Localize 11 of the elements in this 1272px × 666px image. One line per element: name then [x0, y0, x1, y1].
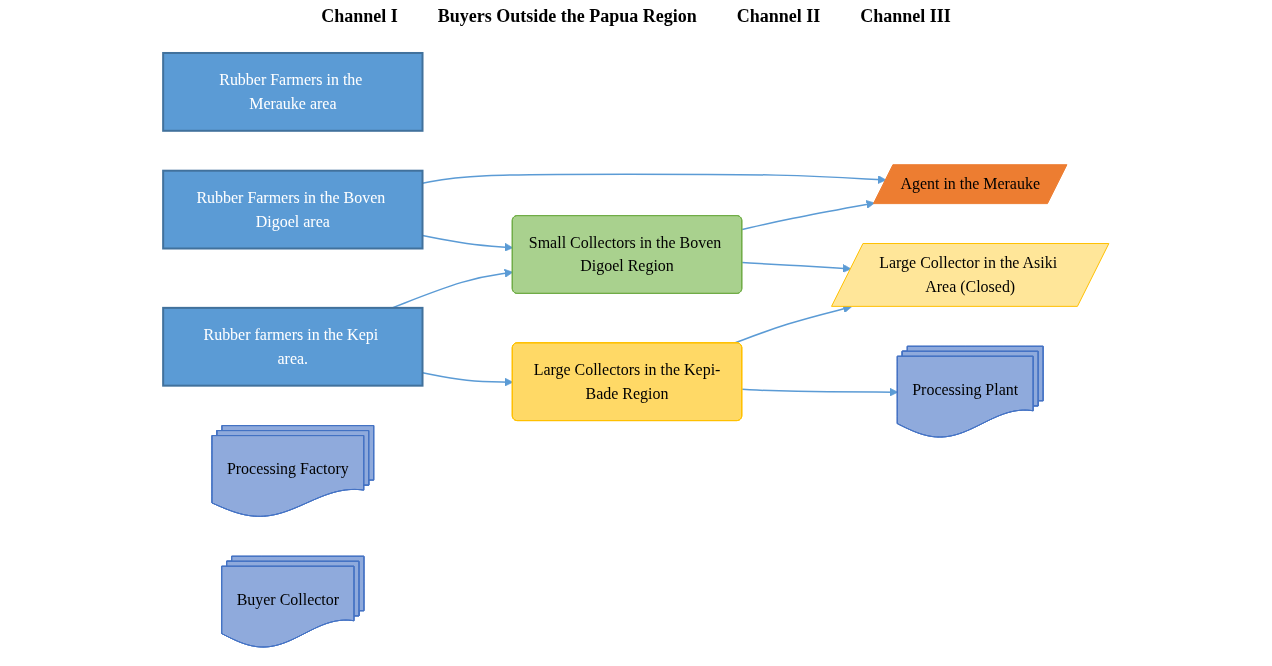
channel-heading: Channel II	[736, 6, 821, 27]
arrow	[741, 261, 852, 273]
channel-heading: Channel I	[321, 6, 398, 27]
node-box: Rubber farmers in the Kepi area.	[162, 306, 424, 387]
arrow	[733, 304, 852, 344]
node-box: Rubber Farmers in the Merauke area	[162, 51, 424, 132]
arrow	[741, 387, 899, 396]
channel-heading: Buyers Outside the Papua Region	[437, 6, 697, 27]
arrow	[741, 199, 875, 230]
node-box: Rubber Farmers in the Boven Digoel area	[162, 169, 424, 249]
channel-heading: Channel III	[860, 6, 951, 27]
